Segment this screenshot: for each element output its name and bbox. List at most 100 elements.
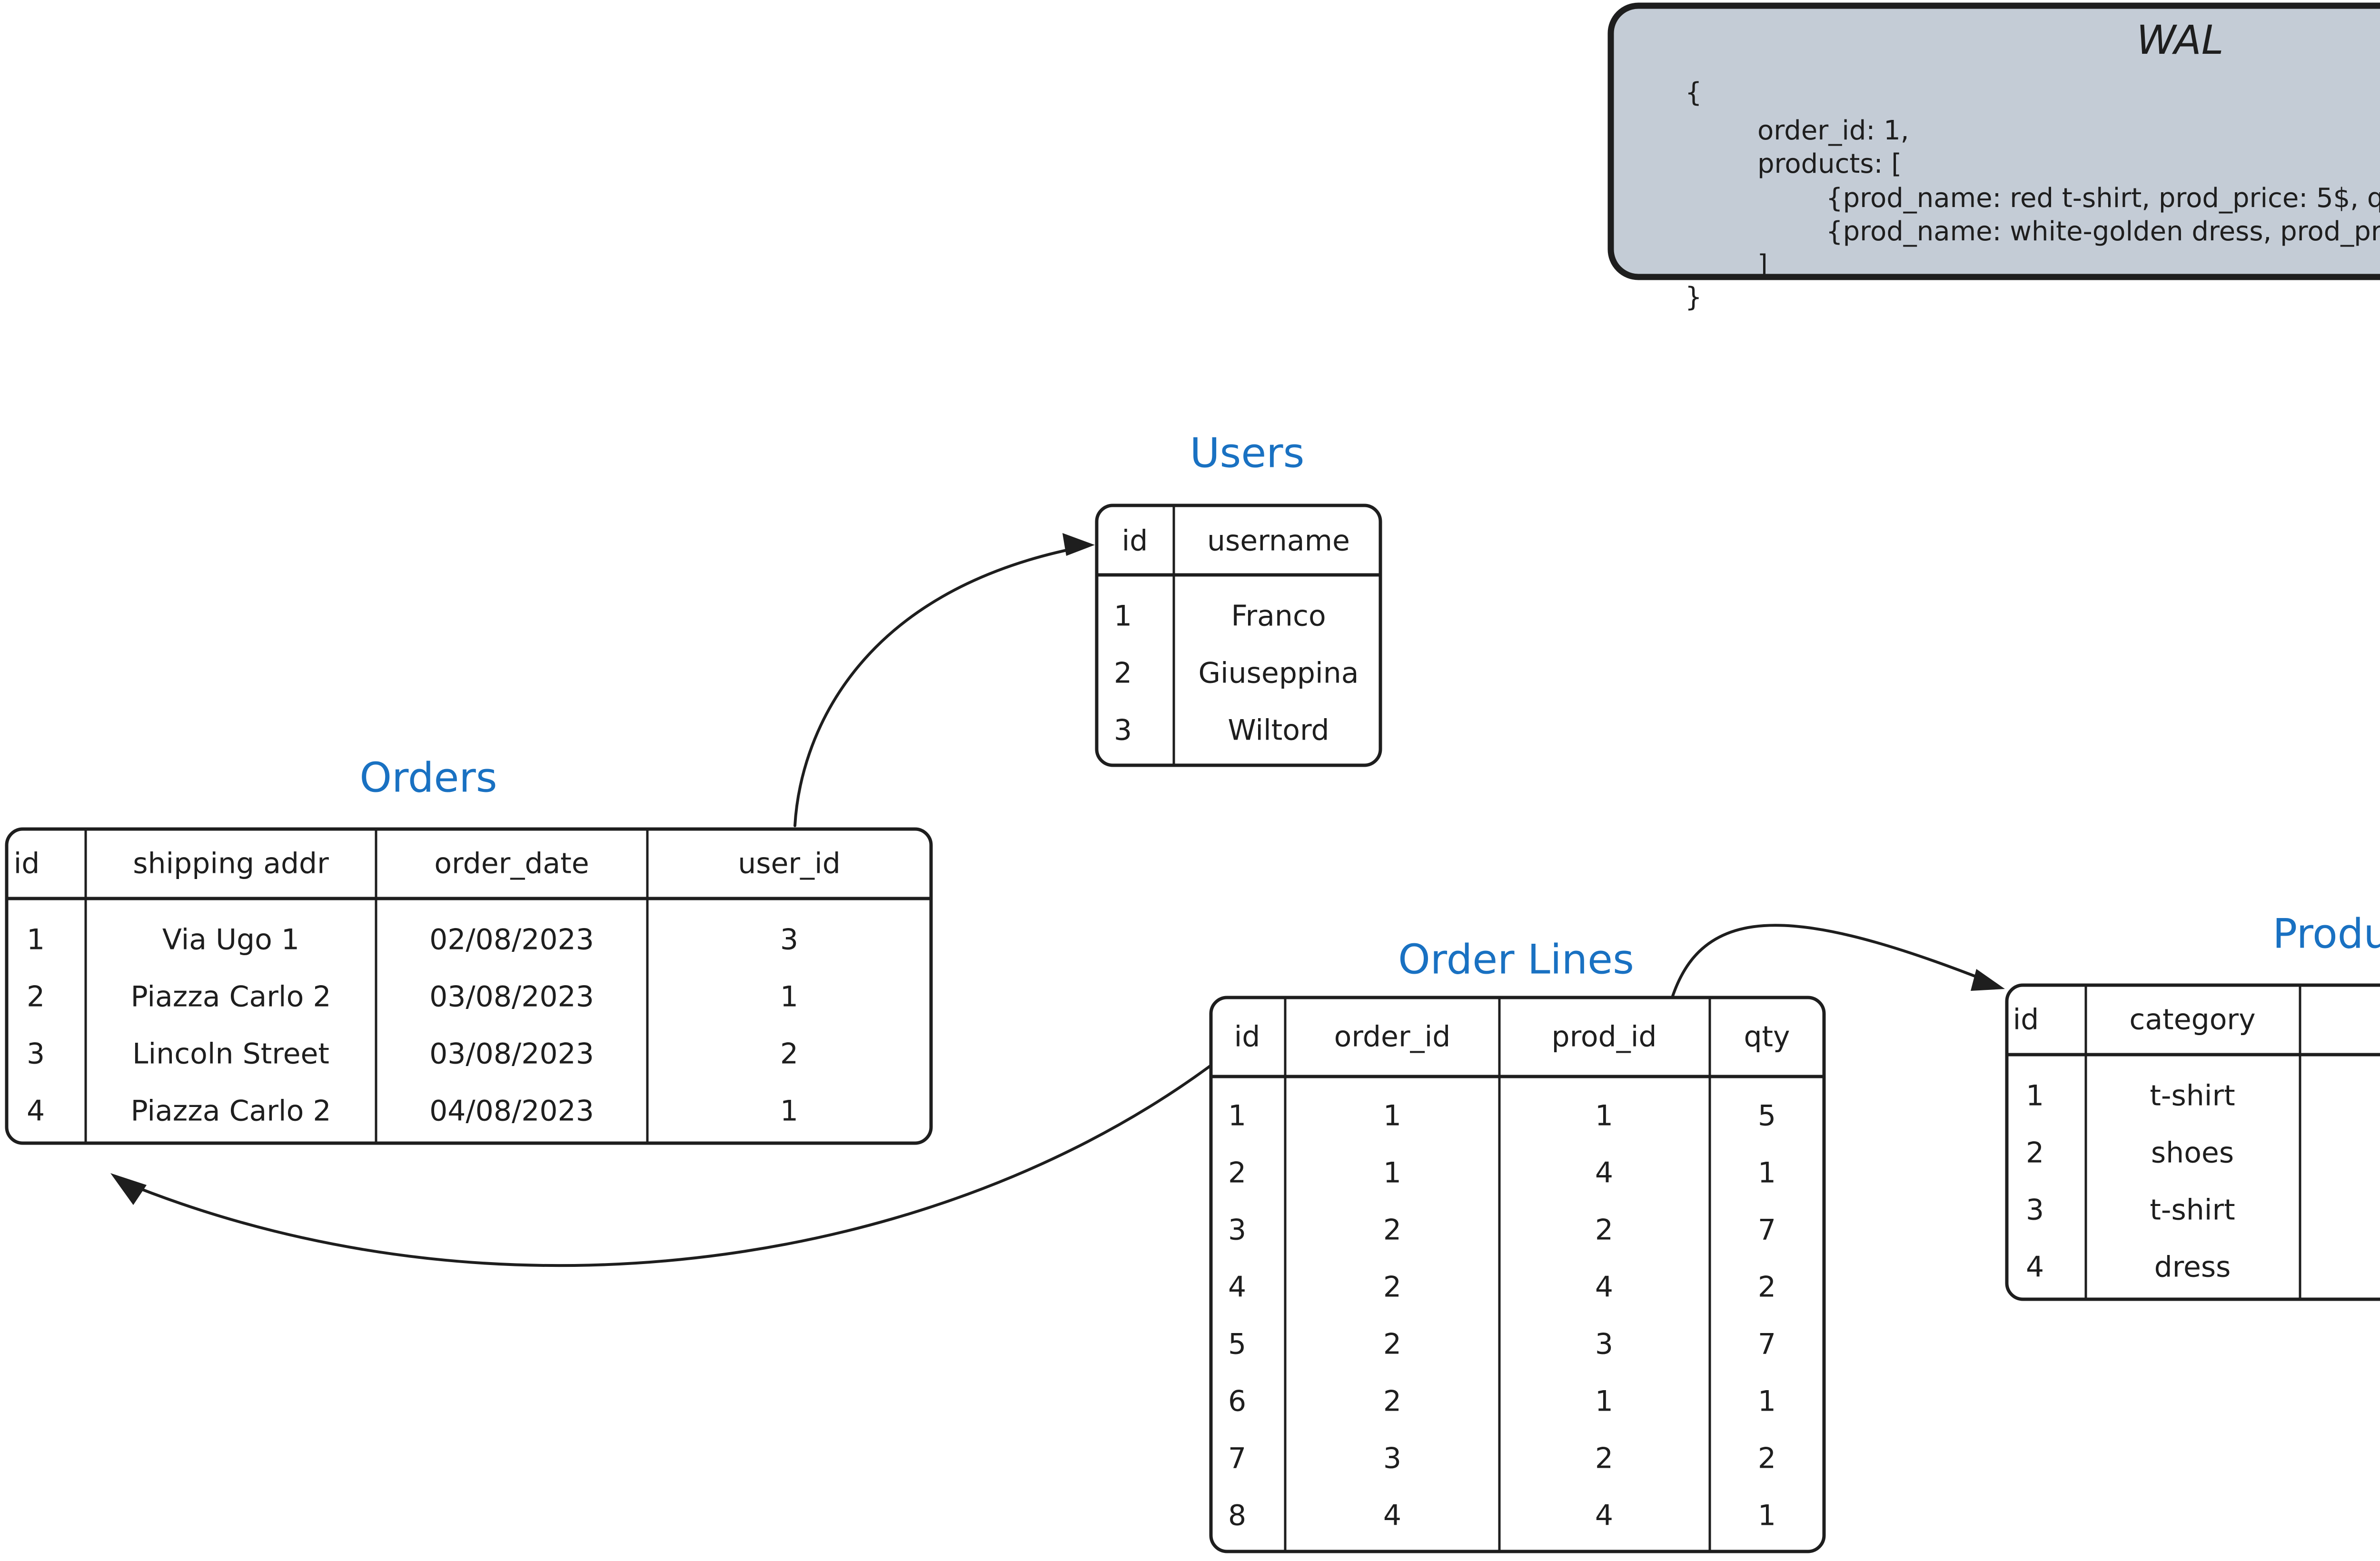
orders-table-frame (5, 827, 933, 1145)
order-lines-cell-order-id: 1 (1383, 1099, 1401, 1133)
arrow-order-lines-order-id-to-orders-id (110, 1019, 1268, 1267)
order-lines-cell-id: 7 (1228, 1442, 1246, 1475)
products-cell-id: 3 (2026, 1194, 2044, 1227)
orders-cell-id: 2 (27, 980, 45, 1014)
orders-cell-id: 4 (27, 1095, 45, 1128)
orders-cell-order-date: 04/08/2023 (429, 1095, 594, 1128)
arrow-orders-user-id-to-users-id (793, 533, 1095, 827)
order-lines-cell-id: 2 (1228, 1156, 1246, 1190)
orders-table-title: Orders (359, 754, 497, 801)
products-cell-id: 2 (2026, 1136, 2044, 1170)
orders-cell-shipping: Lincoln Street (132, 1037, 329, 1071)
order-lines-column-header-qty: qty (1744, 1020, 1790, 1054)
order-lines-cell-prod-id: 1 (1595, 1385, 1613, 1418)
orders-column-header-shipping-addr: shipping addr (133, 847, 329, 880)
wal-title: WAL (2136, 17, 2223, 63)
users-cell-username: Franco (1231, 600, 1326, 633)
users-cell-id: 3 (1114, 714, 1132, 747)
orders-cell-user-id: 1 (780, 1095, 798, 1128)
products-cell-id: 4 (2026, 1251, 2044, 1284)
order-lines-table-row: 2 1 4 1 (1228, 1156, 1776, 1190)
orders-column-header-user-id: user_id (738, 847, 841, 880)
order-lines-cell-order-id: 1 (1383, 1156, 1401, 1190)
products-table-frame (2005, 983, 2380, 1301)
order-lines-cell-order-id: 2 (1383, 1385, 1401, 1418)
wal-line-product-2: {prod_name: white-golden dress, prod_pri… (1826, 216, 2380, 247)
order-lines-column-header-id: id (1234, 1020, 1260, 1054)
users-table-row: 1 Franco (1114, 600, 1326, 633)
users-table-frame (1095, 504, 1382, 767)
products-table-row: 3 t-shirt blue t-shirt 15$ (2026, 1194, 2235, 1227)
users-cell-id: 1 (1114, 600, 1132, 633)
order-lines-cell-qty: 1 (1758, 1156, 1776, 1190)
order-lines-column-header-order-id: order_id (1334, 1020, 1451, 1054)
order-lines-cell-id: 6 (1228, 1385, 1246, 1418)
order-lines-table-row: 8 4 4 1 (1228, 1499, 1776, 1532)
order-lines-cell-prod-id: 3 (1595, 1328, 1613, 1361)
order-lines-cell-qty: 7 (1758, 1328, 1776, 1361)
order-lines-cell-id: 8 (1228, 1499, 1246, 1532)
order-lines-cell-qty: 2 (1758, 1271, 1776, 1304)
products-table-row: 4 dress blue-black dress 65$ (2026, 1251, 2380, 1284)
wal-line-products-close: ] (1757, 249, 1768, 280)
order-lines-table-row: 4 2 4 2 (1228, 1271, 1776, 1304)
order-lines-cell-prod-id: 4 (1595, 1499, 1613, 1532)
orders-cell-shipping: Piazza Carlo 2 (130, 980, 331, 1014)
arrow-order-lines-prod-id-to-products-id (1662, 924, 2005, 1034)
orders-table-row: 4 Piazza Carlo 2 04/08/2023 1 (27, 1095, 798, 1128)
order-lines-cell-qty: 1 (1758, 1499, 1776, 1532)
order-lines-table-row: 7 3 2 2 (1228, 1442, 1776, 1475)
wal-line-open-brace: { (1685, 77, 1702, 108)
order-lines-cell-qty: 1 (1758, 1385, 1776, 1418)
products-cell-id: 1 (2026, 1079, 2044, 1113)
order-lines-cell-prod-id: 2 (1595, 1214, 1613, 1247)
orders-cell-shipping: Piazza Carlo 2 (130, 1095, 331, 1128)
orders-cell-user-id: 1 (780, 980, 798, 1014)
orders-table-row: 2 Piazza Carlo 2 03/08/2023 1 (27, 980, 798, 1014)
order-lines-table-row: 6 2 1 1 (1228, 1385, 1776, 1418)
products-column-header-id: id (2013, 1003, 2039, 1037)
order-lines-cell-order-id: 2 (1383, 1214, 1401, 1247)
products-column-header-category: category (2129, 1003, 2255, 1037)
order-lines-cell-prod-id: 4 (1595, 1156, 1613, 1190)
order-lines-cell-qty: 2 (1758, 1442, 1776, 1475)
products-cell-category: t-shirt (2150, 1194, 2235, 1227)
products-table-title: Products (2272, 910, 2380, 958)
order-lines-column-header-prod-id: prod_id (1552, 1020, 1657, 1054)
order-lines-cell-id: 3 (1228, 1214, 1246, 1247)
order-lines-cell-order-id: 2 (1383, 1271, 1401, 1304)
order-lines-cell-order-id: 4 (1383, 1499, 1401, 1532)
products-table-row: 1 t-shirt red t-shirt 5$ (2026, 1079, 2235, 1113)
order-lines-cell-id: 4 (1228, 1271, 1246, 1304)
products-cell-name: blue-black dress (2378, 1251, 2380, 1284)
products-cell-category: t-shirt (2150, 1079, 2235, 1113)
order-lines-cell-prod-id: 4 (1595, 1271, 1613, 1304)
wal-line-product-1: {prod_name: red t-shirt, prod_price: 5$,… (1826, 183, 2380, 214)
users-table-title: Users (1190, 429, 1305, 477)
orders-cell-user-id: 3 (780, 923, 798, 957)
users-cell-username: Giuseppina (1198, 657, 1359, 690)
order-lines-table-frame (1209, 996, 1826, 1553)
order-lines-table-row: 3 2 2 7 (1228, 1214, 1776, 1247)
products-cell-category: dress (2154, 1251, 2231, 1284)
order-lines-cell-id: 1 (1228, 1099, 1246, 1133)
order-lines-cell-order-id: 2 (1383, 1328, 1401, 1361)
orders-column-header-order-date: order_date (434, 847, 589, 880)
orders-cell-id: 3 (27, 1037, 45, 1071)
users-column-header-id: id (1122, 524, 1148, 558)
wal-panel-background (1607, 2, 2380, 280)
users-column-header-username: username (1207, 524, 1350, 558)
users-cell-id: 2 (1114, 657, 1132, 690)
users-table-row: 3 Wiltord (1114, 714, 1329, 747)
wal-line-close-brace: } (1685, 282, 1702, 313)
order-lines-table-title: Order Lines (1398, 936, 1634, 983)
wal-line-order-id: order_id: 1, (1757, 115, 1909, 146)
order-lines-cell-qty: 5 (1758, 1099, 1776, 1133)
users-cell-username: Wiltord (1228, 714, 1329, 747)
users-table-row: 2 Giuseppina (1114, 657, 1359, 690)
order-lines-cell-qty: 7 (1758, 1214, 1776, 1247)
